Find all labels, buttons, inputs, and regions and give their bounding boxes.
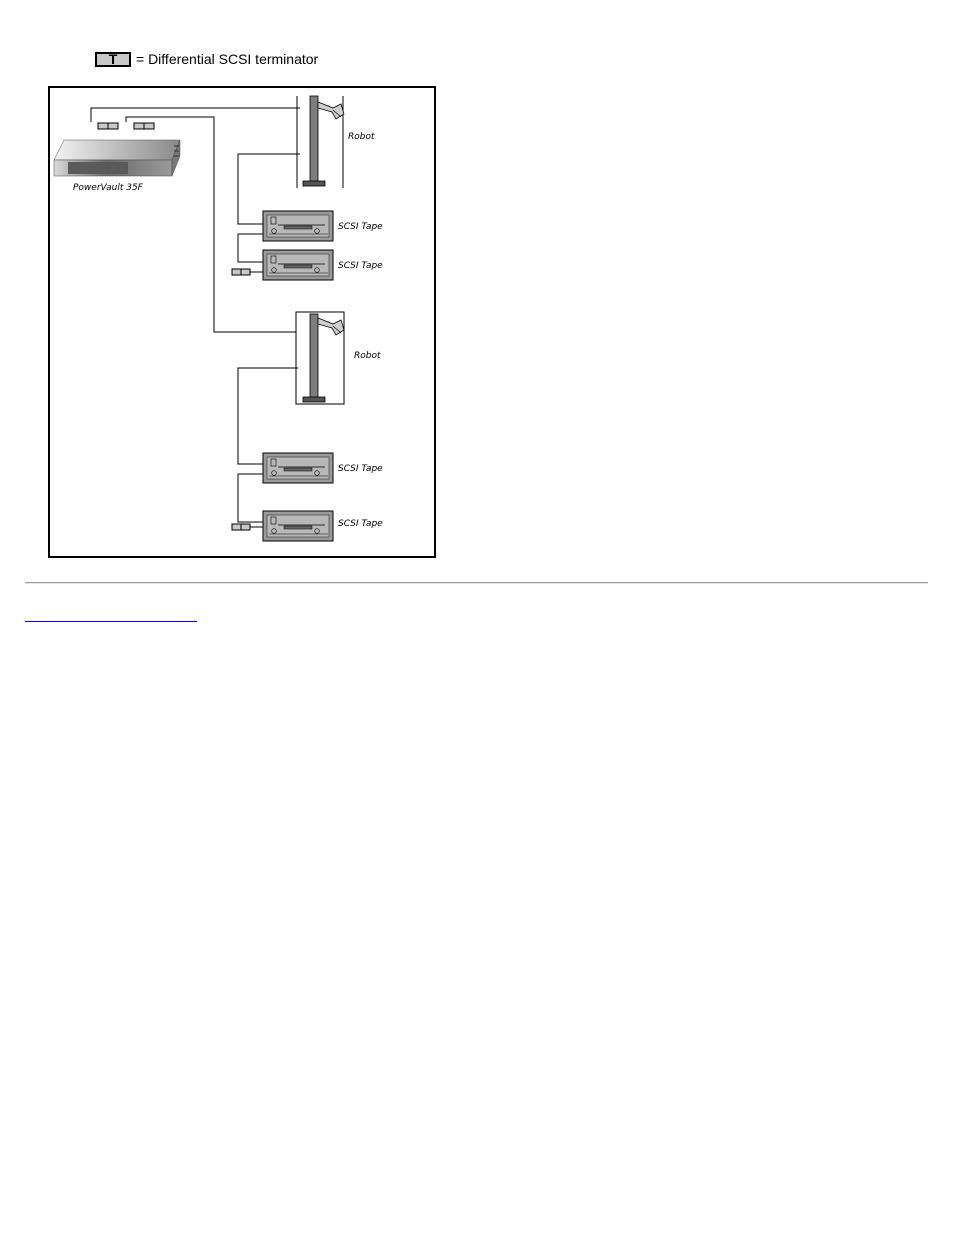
tape-chain-2-terminator-icon bbox=[232, 524, 250, 530]
server-terminator-2-icon bbox=[134, 123, 154, 129]
server-terminator-1-icon bbox=[98, 123, 118, 129]
robot-2-label: Robot bbox=[354, 351, 381, 361]
tape-2-label: SCSI Tape bbox=[338, 261, 383, 271]
scsi-tape-3-icon bbox=[263, 453, 333, 483]
scsi-topology-diagram: PowerVault 35F Robot SCSI Tape SCSI Tape bbox=[48, 86, 436, 558]
scsi-tape-2-icon bbox=[263, 250, 333, 280]
tape-1-label: SCSI Tape bbox=[338, 222, 383, 232]
tape-3-label: SCSI Tape bbox=[338, 464, 383, 474]
scsi-tape-1-icon bbox=[263, 211, 333, 241]
tape-chain-1-terminator-icon bbox=[232, 269, 250, 275]
back-to-contents-link[interactable] bbox=[25, 604, 197, 622]
scsi-tape-4-icon bbox=[263, 511, 333, 541]
server-label: PowerVault 35F bbox=[73, 183, 144, 193]
terminator-symbol-icon: T bbox=[95, 52, 131, 67]
terminator-legend: T = Differential SCSI terminator bbox=[95, 48, 318, 70]
robot-1-label: Robot bbox=[348, 132, 375, 142]
legend-text: = Differential SCSI terminator bbox=[136, 51, 318, 67]
tape-4-label: SCSI Tape bbox=[338, 519, 383, 529]
horizontal-divider bbox=[25, 582, 928, 584]
powervault-server-icon bbox=[54, 140, 180, 176]
